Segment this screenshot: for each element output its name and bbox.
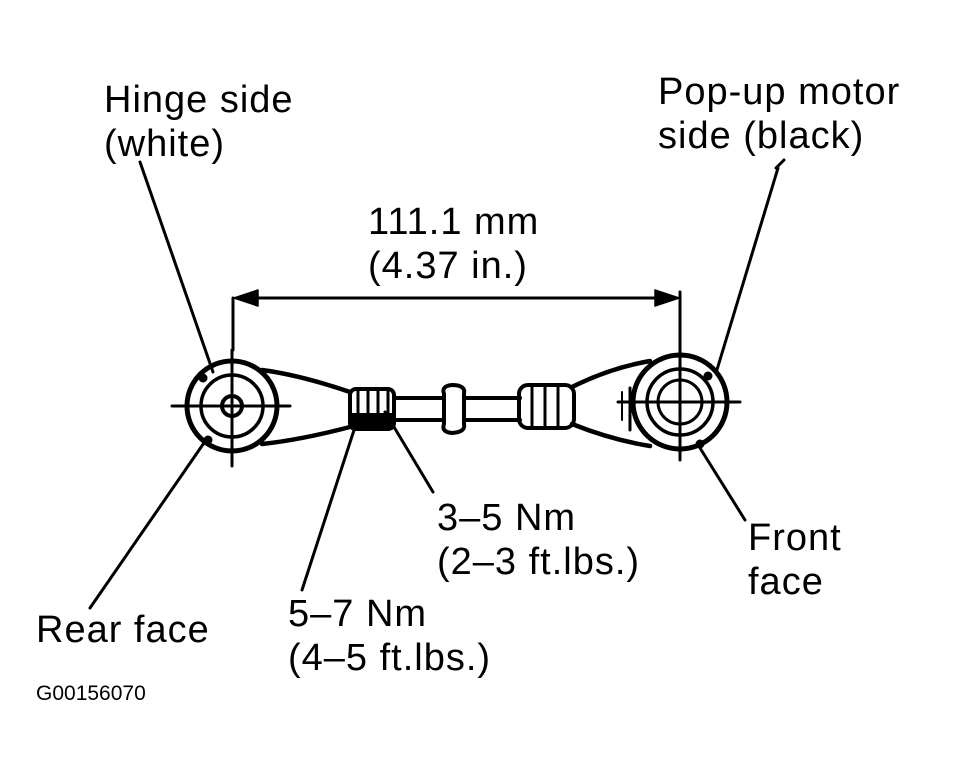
left-rod-end — [170, 348, 292, 468]
right-adjuster — [517, 383, 576, 430]
leader-lines — [88, 158, 786, 610]
right-tapered-arm — [569, 358, 653, 449]
torque-large-label: 5–7 Nm (4–5 ft.lbs.) — [288, 592, 491, 680]
left-tapered-arm — [259, 367, 353, 447]
right-rod-end — [616, 343, 742, 462]
left-lock-nut — [348, 387, 396, 431]
hinge-side-line2: (white) — [104, 123, 226, 165]
torque-small-label: 3–5 Nm (2–3 ft.lbs.) — [437, 496, 640, 584]
front-face-line1: Front — [748, 517, 842, 559]
torque-large-ftlbs: (4–5 ft.lbs.) — [288, 637, 492, 679]
hinge-side-line1: Hinge side — [104, 79, 294, 121]
motor-side-line2: side (black) — [658, 115, 865, 157]
front-face-label: Front face — [748, 516, 842, 604]
face-marks — [198, 371, 713, 449]
torque-small-ftlbs: (2–3 ft.lbs.) — [437, 541, 641, 583]
length-mm: 111.1 mm — [368, 201, 540, 243]
hinge-side-label: Hinge side (white) — [104, 78, 294, 166]
torque-small-nm: 3–5 Nm — [437, 497, 577, 539]
front-face-line2: face — [748, 561, 824, 603]
figure-code: G00156070 — [36, 682, 146, 705]
length-dimension — [231, 289, 682, 352]
rear-face-label: Rear face — [36, 609, 210, 651]
length-in: (4.37 in.) — [368, 245, 528, 287]
length-label: 111.1 mm (4.37 in.) — [368, 200, 539, 288]
motor-side-label: Pop-up motor side (black) — [658, 70, 900, 158]
center-rod — [392, 383, 522, 435]
torque-large-nm: 5–7 Nm — [288, 593, 428, 635]
motor-side-line1: Pop-up motor — [658, 71, 901, 113]
